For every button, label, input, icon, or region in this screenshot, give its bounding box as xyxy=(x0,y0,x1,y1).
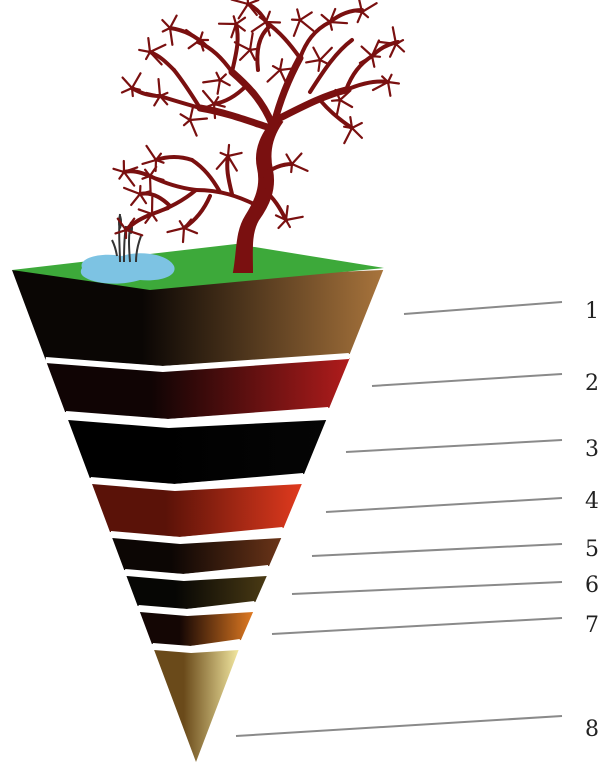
leader-line-7 xyxy=(271,617,563,635)
leader-lines xyxy=(235,301,563,737)
layer-label-6: 6 xyxy=(585,573,599,598)
soil-layer-5 xyxy=(112,538,282,574)
leader-line-4 xyxy=(325,497,563,513)
layer-separator xyxy=(45,353,350,373)
layer-label-4: 4 xyxy=(585,489,599,514)
layer-separator xyxy=(152,639,241,653)
layer-label-3: 3 xyxy=(585,437,599,462)
soil-layer-7 xyxy=(139,612,254,646)
layer-labels: 1 2 3 4 5 6 7 8 xyxy=(585,299,599,742)
tree-icon xyxy=(112,0,406,273)
soil-layer-6 xyxy=(126,576,267,609)
layer-separator xyxy=(65,407,329,426)
leader-line-5 xyxy=(311,543,563,557)
layer-separator xyxy=(138,601,255,616)
soil-layer-1 xyxy=(12,270,384,366)
layer-label-2: 2 xyxy=(585,371,599,396)
leader-line-8 xyxy=(235,715,563,737)
soil-layer-8 xyxy=(154,650,239,762)
layer-separator xyxy=(110,527,284,544)
layer-label-7: 7 xyxy=(585,613,599,638)
layer-separators xyxy=(45,353,350,653)
layer-separator xyxy=(124,565,269,581)
layer-label-5: 5 xyxy=(585,537,599,562)
leader-line-3 xyxy=(345,439,563,453)
soil-layers xyxy=(12,270,384,762)
layer-separator xyxy=(90,473,304,491)
soil-layer-4 xyxy=(92,484,302,537)
leader-line-6 xyxy=(291,581,563,595)
soil-layer-3 xyxy=(68,420,327,484)
pond-icon xyxy=(80,253,175,284)
layer-label-8: 8 xyxy=(585,717,599,742)
layer-label-1: 1 xyxy=(585,299,599,324)
leader-line-2 xyxy=(371,373,563,387)
soil-layer-2 xyxy=(44,358,350,419)
leader-line-1 xyxy=(403,301,563,315)
